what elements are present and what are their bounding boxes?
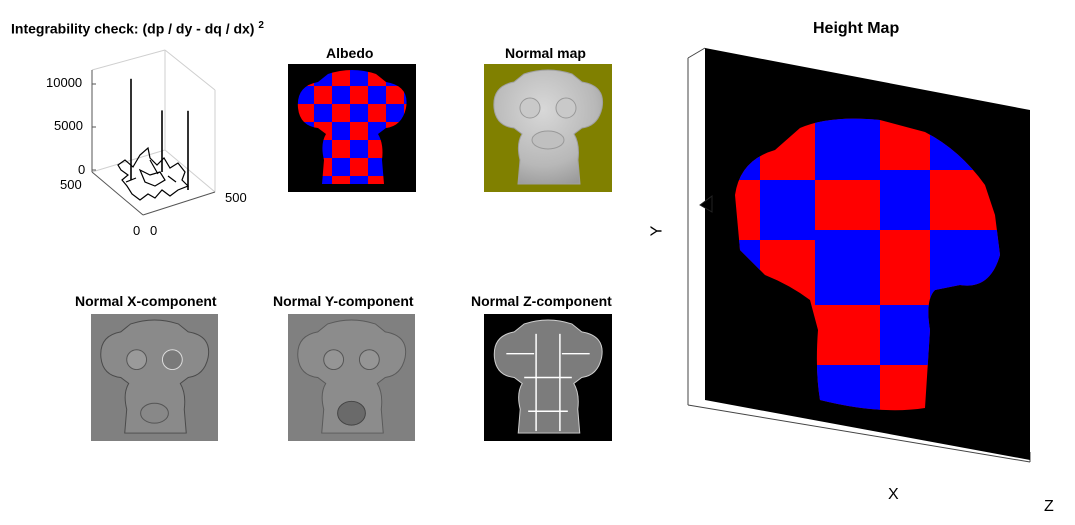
x-tick-label-0: 0: [150, 223, 158, 238]
normal-map-eye-right: [555, 97, 577, 119]
hm-y-label: Y: [648, 225, 666, 237]
box-edge: [164, 149, 216, 193]
albedo-image: [288, 64, 416, 192]
normal-z-seams: [506, 333, 590, 432]
height-map-title: Height Map: [813, 20, 900, 37]
x-axis-line: [91, 171, 144, 216]
x-tick-label-500: 500: [225, 190, 247, 205]
y-tick-label-500: 500: [60, 177, 82, 192]
normal-y-eye-left: [323, 349, 345, 371]
normal-y-title: Normal Y-component: [273, 293, 414, 309]
normal-y-eye-right: [358, 349, 380, 371]
hm-back-edge: [687, 47, 706, 59]
albedo-head: [297, 70, 407, 184]
height-map-ear-spike: [699, 195, 713, 213]
normal-y-image: [288, 314, 415, 441]
y-tick-label-0: 0: [133, 223, 141, 238]
integrability-title-text: Integrability check: (dp / dy - dq / dx): [11, 20, 255, 37]
box-edge: [164, 49, 216, 91]
normal-x-eye-right: [161, 349, 183, 371]
box-edge: [91, 49, 166, 71]
normal-z-head: [493, 319, 603, 434]
normal-x-image: [91, 314, 218, 441]
normal-map-image: [484, 64, 612, 192]
normal-map-eye-left: [519, 97, 541, 119]
normal-x-mouth: [140, 402, 169, 424]
integrability-title: Integrability check: (dp / dy - dq / dx)…: [11, 20, 264, 37]
normal-y-mouth: [337, 400, 366, 426]
hm-x-label: X: [888, 486, 899, 503]
integrability-title-superscript: 2: [258, 20, 264, 31]
normal-map-title: Normal map: [505, 45, 586, 61]
y-axis-line: [142, 191, 216, 216]
normal-x-eye-left: [126, 349, 148, 371]
normal-map-head: [493, 69, 604, 185]
z-tick-label-0: 0: [78, 162, 86, 177]
z-tick-label-5000: 5000: [54, 118, 83, 133]
normal-map-mouth: [531, 130, 565, 150]
normal-z-title: Normal Z-component: [471, 293, 612, 309]
z-tick-label-10000: 10000: [46, 75, 83, 90]
box-edge: [91, 149, 166, 173]
normal-x-head: [100, 319, 210, 434]
spikes: [130, 78, 189, 190]
albedo-title: Albedo: [326, 45, 374, 61]
hm-z-label: Z: [1044, 498, 1054, 515]
hm-x-axis: [687, 404, 1031, 463]
normal-y-head: [297, 319, 407, 434]
normal-x-title: Normal X-component: [75, 293, 217, 309]
normal-z-image: [484, 314, 612, 441]
